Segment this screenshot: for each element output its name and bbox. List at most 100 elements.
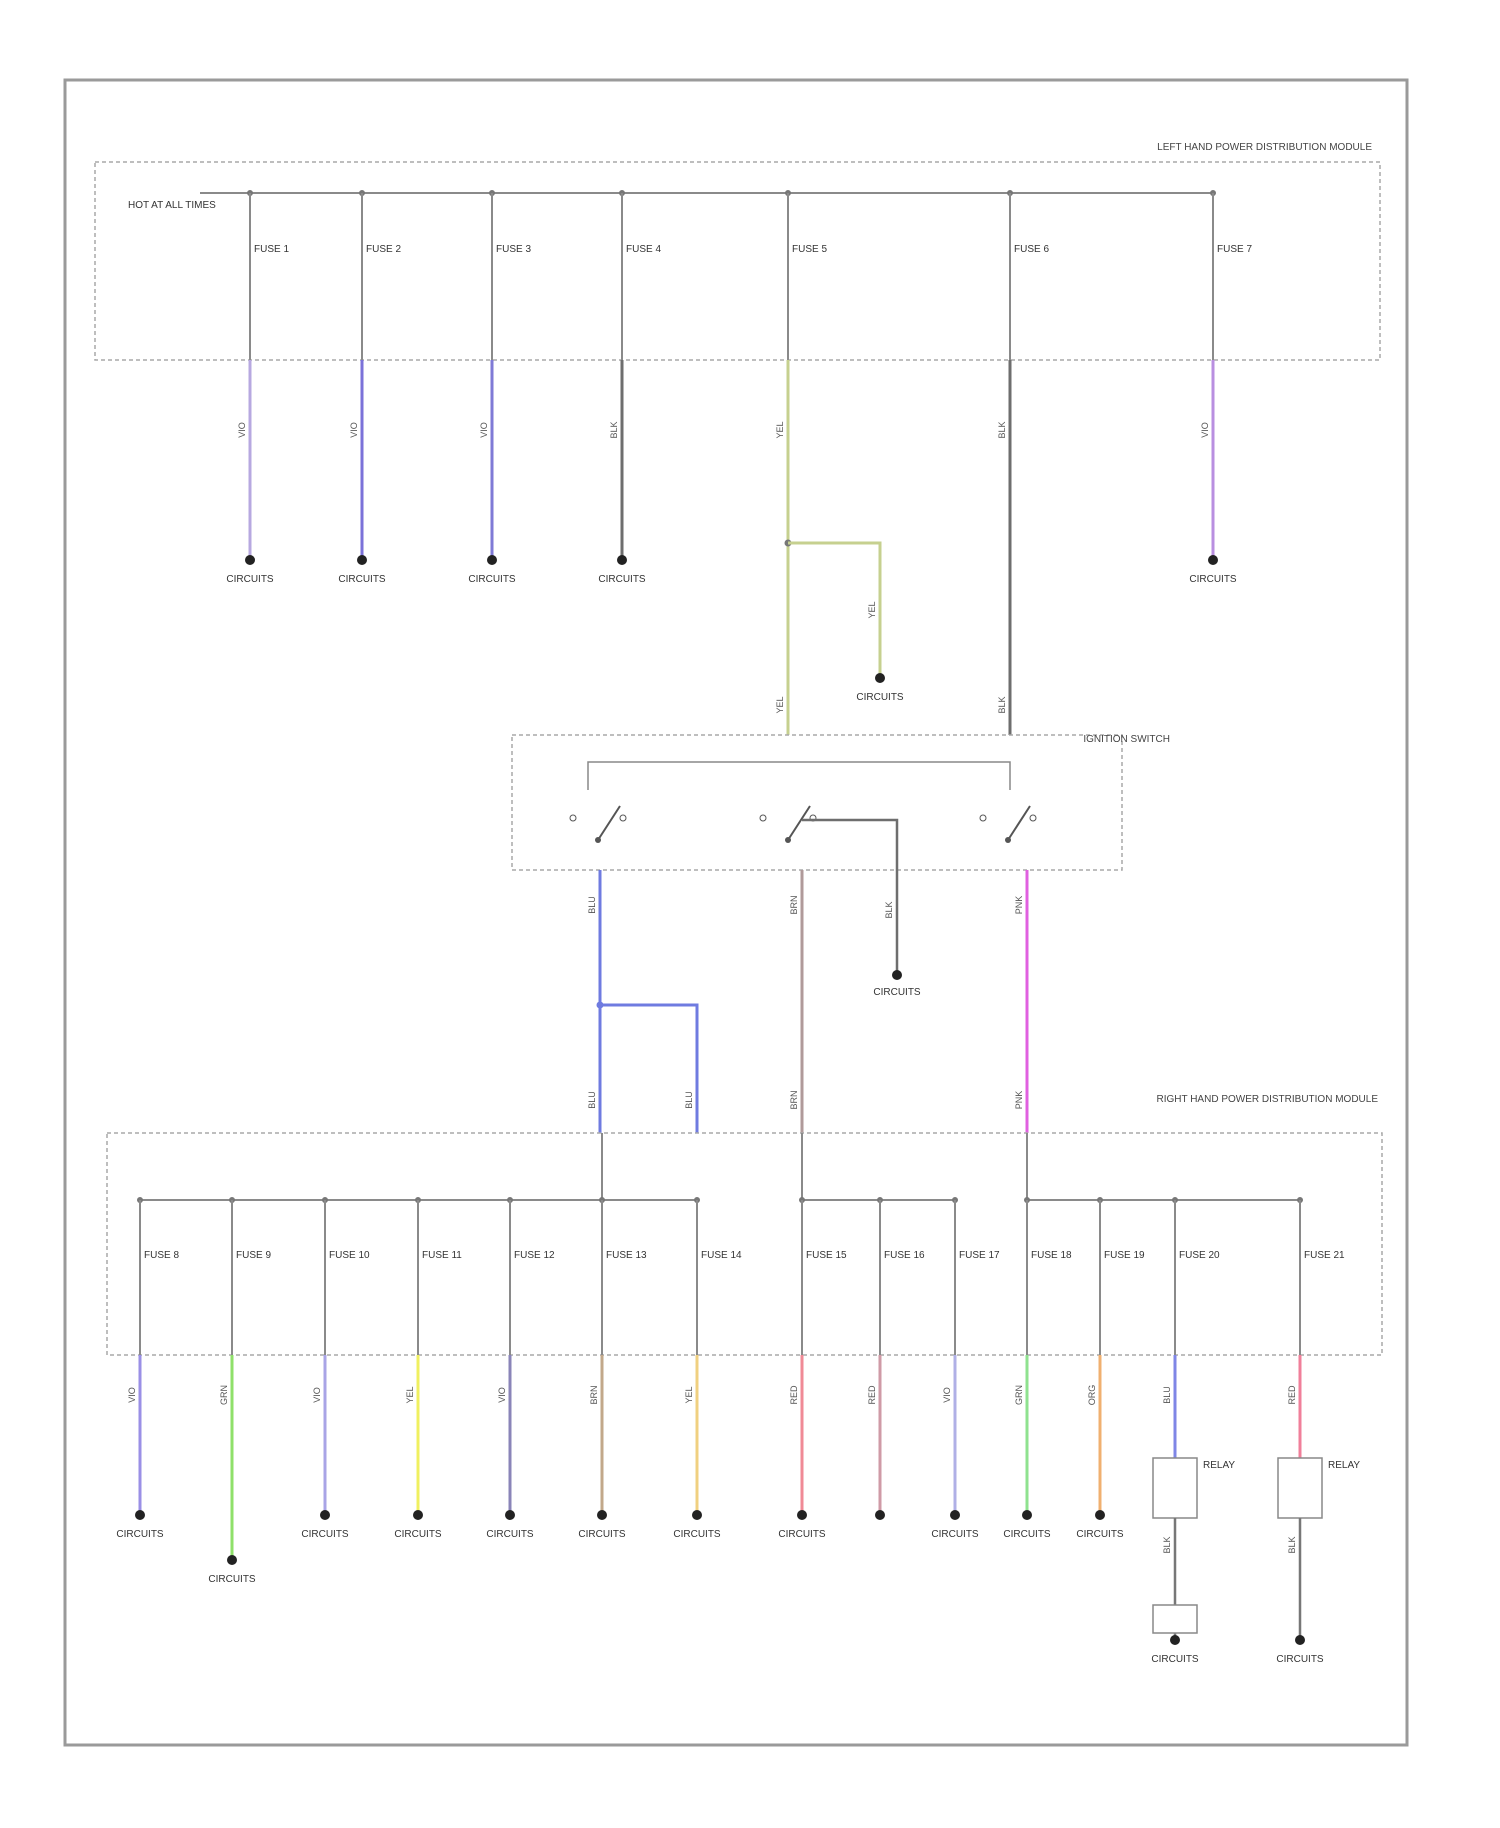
destination-label: CIRCUITS [468,574,516,585]
destination-label: CIRCUITS [931,1529,979,1540]
wire-color-label: PNK [1014,1091,1024,1110]
wire-color-label: RED [789,1385,799,1405]
wire-end-terminal [597,1510,607,1520]
fuse-label: FUSE 15 [806,1250,847,1261]
switch-contact [570,815,576,821]
wire-color-label: YEL [684,1386,694,1403]
wire-end-terminal [320,1510,330,1520]
switch-contact [980,815,986,821]
wire-end-terminal [797,1510,807,1520]
wire-end-terminal [875,1510,885,1520]
fuse-label: FUSE 2 [366,244,401,255]
ignition-switch-label: IGNITION SWITCH [1083,734,1170,745]
ignition-output-wire [802,820,897,975]
top-fuse-box-label: LEFT HAND POWER DISTRIBUTION MODULE [1157,142,1372,153]
connector-box [1153,1605,1197,1633]
wire-end-terminal [1208,555,1218,565]
fuse-label: FUSE 11 [422,1250,462,1261]
wire-end-terminal [245,555,255,565]
fuse-label: FUSE 17 [959,1250,1000,1261]
wire-end-terminal [357,555,367,565]
switch-contact [1030,815,1036,821]
bottom-fuse-box [107,1133,1382,1355]
wire-color-label: YEL [775,696,785,713]
wire-color-label: GRN [219,1385,229,1405]
destination-label: CIRCUITS [1003,1529,1051,1540]
ignition-switch-box [512,735,1122,870]
destination-label: CIRCUITS [1276,1654,1324,1665]
wire-color-label: BLK [1162,1536,1172,1553]
relay-group: RELAYBLKCIRCUITSRELAYBLKCIRCUITS [1151,1458,1360,1665]
fuse-label: FUSE 7 [1217,244,1252,255]
destination-label: CIRCUITS [1189,574,1237,585]
wire-color-label: BRN [789,895,799,914]
switch-blade [1008,806,1030,840]
wire-color-label: BLK [1287,1536,1297,1553]
destination-label: CIRCUITS [873,987,921,998]
switch-pivot [595,837,601,843]
wire-end-terminal [505,1510,515,1520]
wire-end-terminal [227,1555,237,1565]
destination-label: CIRCUITS [394,1529,442,1540]
wire-end-terminal [487,555,497,565]
wire-end-terminal [892,970,902,980]
wire-color-label: BLU [1162,1386,1172,1404]
wire-end-terminal [135,1510,145,1520]
fuse-label: FUSE 13 [606,1250,647,1261]
wire-color-label: VIO [1200,422,1210,438]
destination-label: CIRCUITS [116,1529,164,1540]
wire-color-label: YEL [405,1386,415,1403]
destination-label: CIRCUITS [301,1529,349,1540]
wire-color-label: VIO [349,422,359,438]
fuse-label: FUSE 8 [144,1250,179,1261]
top-fuse-group: FUSE 1 VIO CIRCUITS FUSE 2 VIO CIRCUITS FUSE 3… [226,190,1252,735]
fuse-label: FUSE 14 [701,1250,742,1261]
wire-end-terminal [875,673,885,683]
wire-color-label: BLU [587,1091,597,1109]
wire-color-label: VIO [479,422,489,438]
switch-contact [760,815,766,821]
destination-label: CIRCUITS [673,1529,721,1540]
fuse-label: FUSE 19 [1104,1250,1145,1261]
wire-color-label: BLU [587,896,597,914]
wire-color-label: VIO [312,1387,322,1403]
wire-color-label: BRN [589,1385,599,1404]
destination-label: CIRCUITS [778,1529,826,1540]
fuse-label: FUSE 16 [884,1250,925,1261]
wire-color-label: BLK [997,696,1007,713]
wire-color-label: BLK [609,421,619,438]
wire-end-terminal [413,1510,423,1520]
wire-end-terminal [950,1510,960,1520]
relay-box [1278,1458,1322,1518]
wire-color-label: VIO [942,1387,952,1403]
wire-end-terminal [1170,1635,1180,1645]
wire-color-label: ORG [1087,1385,1097,1406]
destination-label: CIRCUITS [208,1574,256,1585]
destination-label: CIRCUITS [1076,1529,1124,1540]
ignition-switch-contacts [570,762,1036,843]
destination-label: CIRCUITS [598,574,646,585]
switch-contact [620,815,626,821]
switch-pivot [785,837,791,843]
wire-color-label: YEL [867,601,877,618]
fuse-label: FUSE 6 [1014,244,1049,255]
wire-color-label: VIO [497,1387,507,1403]
destination-label: CIRCUITS [1151,1654,1199,1665]
wire-end-terminal [692,1510,702,1520]
wire-color-label: VIO [237,422,247,438]
fuse-label: FUSE 10 [329,1250,370,1261]
wire-color-label: BLU [684,1091,694,1109]
destination-label: CIRCUITS [578,1529,626,1540]
wire-color-label: RED [1287,1385,1297,1405]
fuse-label: FUSE 1 [254,244,289,255]
destination-label: CIRCUITS [338,574,386,585]
wire-end-terminal [617,555,627,565]
switch-blade [598,806,620,840]
fuse-label: FUSE 3 [496,244,531,255]
wire-end-terminal [1095,1510,1105,1520]
fuse-label: FUSE 20 [1179,1250,1220,1261]
battery-source-label: HOT AT ALL TIMES [128,200,216,211]
